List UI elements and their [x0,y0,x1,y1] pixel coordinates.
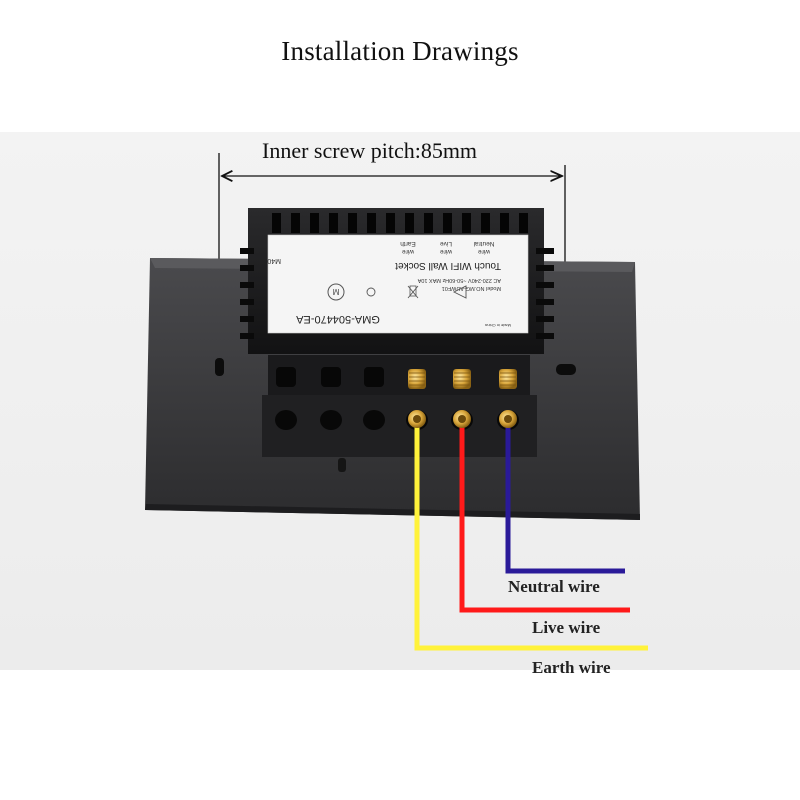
fin-slot [367,213,376,233]
cooling-fins [272,213,528,233]
empty-slot [321,367,341,387]
side-fin [536,248,554,254]
fin-slot [519,213,528,233]
product-label-sticker: GMA-504470-EA Made in China Touch WIFI W… [267,234,529,334]
side-fin [240,265,254,271]
sticker-origin: Made in China [484,323,511,328]
upper-brass-screw [499,369,517,389]
fin-slot [462,213,471,233]
fin-slot [386,213,395,233]
sticker-mark: M40 [267,257,281,264]
wires [414,418,648,651]
neutral-wire [505,420,625,574]
screw-pitch-label: Inner screw pitch:85mm [262,138,478,163]
terminal-label-neutral-2: wire [478,248,491,255]
screw-center [458,415,466,423]
mounting-hole-bottom [338,458,346,472]
terminal-row-lower [262,395,537,457]
side-fin [536,299,554,305]
side-fin [536,333,554,339]
empty-slot [276,367,296,387]
sticker-rating: AC 220-240V ~50-60Hz MAX 10A [417,277,501,283]
earth-wire-label: Earth wire [532,658,611,677]
sticker-model: GMA-504470-EA [295,313,379,325]
fin-slot [405,213,414,233]
indoor-use-icon [452,285,467,299]
screw-center [504,415,512,423]
side-fin [240,248,254,254]
empty-slot [364,367,384,387]
fin-slot [291,213,300,233]
fin-slot [348,213,357,233]
upper-terminal-slots [276,367,384,387]
side-fin [240,316,254,322]
earth-wire [414,418,648,651]
terminal-label-neutral-1: Neutral [473,240,495,247]
svg-text:M: M [332,287,339,296]
fin-slot [329,213,338,233]
terminal-label-live-2: wire [440,248,453,255]
sticker-product: Touch WIFI Wall Socket [395,260,501,271]
fin-slot [310,213,319,233]
mounting-hole-left [215,358,224,376]
side-fin [536,282,554,288]
fin-slot [272,213,281,233]
terminal-row-upper [268,355,530,395]
live-wire [459,420,630,613]
fin-slot [481,213,490,233]
terminal-hole [320,410,342,430]
terminal-label-earth-1: Earth [400,240,416,247]
side-fins [240,248,554,339]
upper-brass-screw [453,369,471,389]
screw-center [413,415,421,423]
mounting-hole-right [556,364,576,375]
sticker-background [267,234,529,334]
sticker-model-number: Model NO.MG-AUWF01 [442,285,501,291]
terminal-screws [408,369,517,428]
live-wire-label: Live wire [532,618,601,637]
panel-bottom-edge [145,504,640,520]
side-fin [536,265,554,271]
bulb-icon [366,287,376,297]
terminal-label-earth-2: wire [402,248,415,255]
upper-brass-screw [408,369,426,389]
motor-icon [327,283,345,301]
fin-slot [443,213,452,233]
terminal-label-live-1: Live [440,240,452,247]
side-fin [536,316,554,322]
side-fin [240,282,254,288]
fin-slot [424,213,433,233]
terminal-hole [363,410,385,430]
neutral-wire-label: Neutral wire [508,577,600,596]
fin-slot [500,213,509,233]
side-fin [240,299,254,305]
page-title: Installation Drawings [281,36,519,66]
side-fin [240,333,254,339]
terminal-hole [275,410,297,430]
